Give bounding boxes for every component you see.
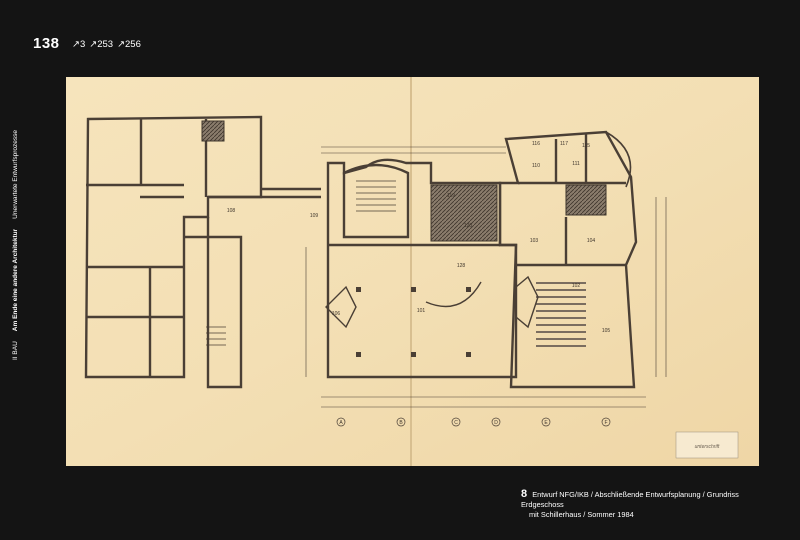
- axis-label: A: [339, 420, 343, 426]
- room-label: 103: [530, 238, 539, 244]
- paper-sheet: [66, 77, 759, 466]
- cross-ref[interactable]: ↗256: [117, 39, 141, 50]
- hatched-cores: [201, 120, 607, 242]
- subchapter-label: Unerwartete Entwurfsprozesse: [12, 129, 19, 219]
- caption-text: Entwurf NFG/IKB / Abschließende Entwurfs…: [521, 490, 739, 509]
- section-label: II BAU: [12, 341, 19, 360]
- axis-label: F: [604, 420, 607, 426]
- caption-line: 8 Entwurf NFG/IKB / Abschließende Entwur…: [521, 489, 781, 510]
- caption-number: 8: [521, 488, 528, 500]
- auditorium-seating: [536, 282, 586, 347]
- axis-label: C: [454, 420, 458, 426]
- axis-markers: [336, 417, 611, 427]
- room-label: 101: [417, 308, 426, 314]
- room-label: 106: [332, 311, 341, 317]
- cross-ref[interactable]: ↗253: [89, 39, 114, 50]
- room-label: 116: [532, 141, 540, 147]
- page-number: 138: [33, 35, 60, 52]
- room-label: 120: [464, 223, 473, 229]
- stair-lines: [206, 180, 396, 346]
- stamp-note: [675, 431, 739, 459]
- axis-label: D: [494, 420, 498, 426]
- figure-caption: 8 Entwurf NFG/IKB / Abschließende Entwur…: [521, 489, 781, 520]
- cross-references: ↗3 ↗253 ↗256: [72, 39, 141, 50]
- caption-line-2: mit Schillerhaus / Sommer 1984: [529, 510, 634, 519]
- room-label: 108: [227, 208, 236, 214]
- stamp-text: unterschrift: [695, 444, 720, 450]
- room-label: 102: [572, 283, 581, 289]
- curved-wall: [325, 275, 539, 329]
- room-label: 111: [572, 161, 580, 167]
- room-label: 110: [532, 163, 540, 169]
- room-label: 117: [560, 141, 568, 147]
- room-label: 109: [310, 213, 319, 219]
- cross-ref[interactable]: ↗3: [72, 39, 86, 50]
- columns: [356, 287, 471, 357]
- chapter-label: Am Ende eine andere Architektur: [12, 228, 19, 332]
- floor-plan-image: A B C D E F 101 102 103 104 105 106 108 …: [66, 77, 759, 466]
- room-label: 115: [582, 143, 590, 149]
- dimension-lines: [305, 146, 667, 408]
- sidebar-running-head: II BAU Am Ende eine andere Architektur U…: [12, 130, 19, 360]
- room-label: 105: [602, 328, 611, 334]
- building-walls: [84, 115, 638, 389]
- room-label: 128: [457, 263, 466, 269]
- room-label: 104: [587, 238, 596, 244]
- axis-label: E: [544, 420, 548, 426]
- axis-label: B: [399, 420, 403, 426]
- room-label: 119: [447, 193, 455, 199]
